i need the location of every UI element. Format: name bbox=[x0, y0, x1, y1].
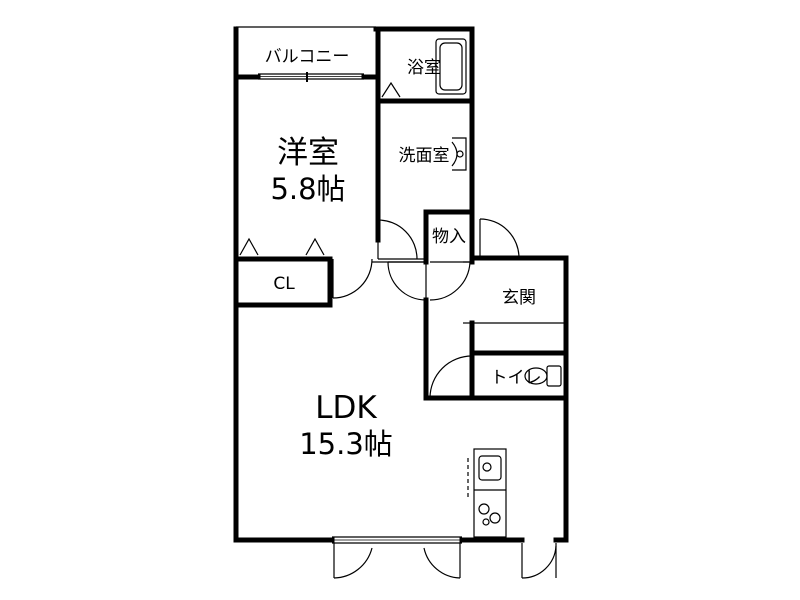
ldk-size: 15.3帖 bbox=[299, 427, 393, 461]
bathroom-label: 浴室 bbox=[407, 58, 441, 78]
bathtub-icon bbox=[435, 38, 467, 95]
toilet-icon bbox=[524, 365, 562, 387]
doors bbox=[332, 218, 557, 579]
ldk-name: LDK bbox=[315, 390, 377, 426]
kitchen-counter bbox=[467, 448, 507, 538]
folding-door-marks bbox=[239, 81, 401, 256]
entrance-label: 玄関 bbox=[502, 288, 536, 308]
windows bbox=[258, 72, 462, 544]
walls bbox=[233, 26, 569, 543]
closet-label: CL bbox=[273, 274, 295, 294]
balcony-label: バルコニー bbox=[265, 47, 350, 67]
toilet-label: トイレ bbox=[491, 368, 542, 388]
western-room-name: 洋室 bbox=[277, 135, 339, 171]
western-room-size: 5.8帖 bbox=[270, 172, 345, 206]
sink-icon bbox=[451, 137, 467, 171]
storage-label: 物入 bbox=[432, 227, 466, 247]
washroom-label: 洗面室 bbox=[399, 146, 450, 166]
